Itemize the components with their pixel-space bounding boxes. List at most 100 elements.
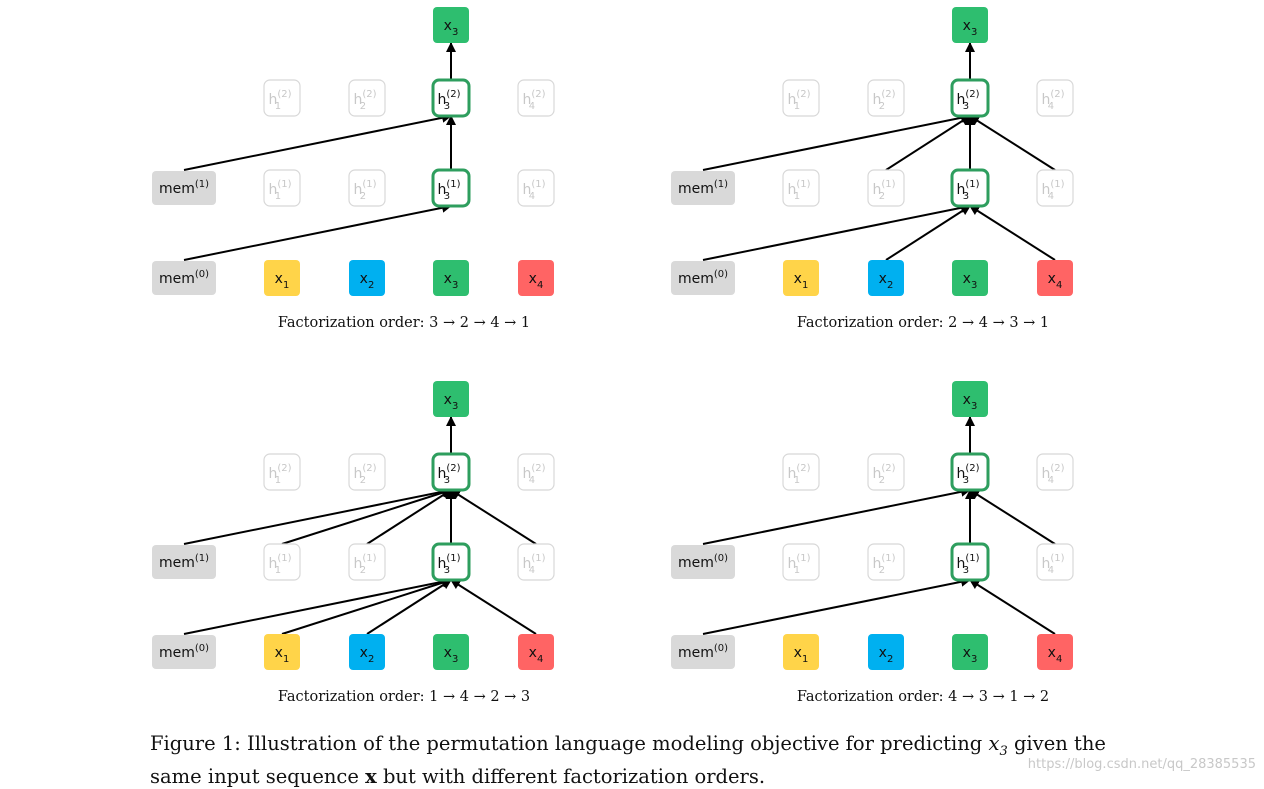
hidden-h1-2 [867,543,905,581]
input-token-label-3: x3 [444,645,459,665]
edge-mem-to-h3-2 [183,112,452,171]
input-token-label-4: x4 [529,645,544,665]
hidden-h2-3 [431,78,471,118]
output-token-x3 [433,7,469,43]
hidden-h1-3 [950,168,990,208]
hidden-label-h2-3: h(2)3 [437,89,460,112]
edge-h2-to-h3-2 [885,115,971,171]
hidden-label-h1-2: h(1)2 [872,553,895,576]
edge-h4-to-h3-2 [969,115,1056,171]
input-token-label-3: x3 [963,271,978,291]
hidden-label-h2-2: h(2)2 [872,463,895,486]
diagram-panels: x3 h(2)1 h(2)2 h(2)3 h(2)4 h(1)1 h(1)2 h(1)3 h(1… [152,7,1074,705]
mem-top-label: mem(0) [678,553,728,571]
edge-mem-to-h3-2 [702,486,971,545]
hidden-label-h2-2: h(2)2 [353,89,376,112]
input-token-x1 [783,260,819,296]
mem-bottom-box [152,635,216,669]
hidden-h1-1 [782,543,820,581]
mem-top-box [671,171,735,205]
hidden-label-h1-1: h(1)1 [787,179,810,202]
edge-x1-to-h3-1 [281,577,452,635]
edge-h1-to-h3-2 [281,487,452,545]
edge-x2-to-h3-1 [885,205,971,261]
hidden-h1-4 [517,169,555,207]
hidden-label-h2-4: h(2)4 [522,89,545,112]
hidden-h1-3 [950,542,990,582]
input-token-x2 [349,260,385,296]
figure-caption: Figure 1: Illustration of the permutatio… [150,731,1110,789]
hidden-h1-2 [348,169,386,207]
hidden-label-h1-4: h(1)4 [1041,179,1064,202]
hidden-h2-1 [782,453,820,491]
hidden-h2-1 [263,79,301,117]
input-token-x4 [1037,260,1073,296]
hidden-h1-3 [431,168,471,208]
hidden-h1-4 [517,543,555,581]
edge-x4-to-h3-1 [969,205,1056,261]
mem-bottom-label: mem(0) [678,643,728,661]
hidden-label-h1-1: h(1)1 [268,179,291,202]
hidden-label-h1-3: h(1)3 [956,553,979,576]
hidden-label-h1-3: h(1)3 [956,179,979,202]
hidden-h2-2 [348,79,386,117]
input-token-x1 [264,634,300,670]
watermark: https://blog.csdn.net/qq_28385535 [1027,757,1256,772]
input-token-label-3: x3 [963,645,978,665]
hidden-h2-1 [263,453,301,491]
output-token-label: x3 [963,392,978,412]
hidden-h2-2 [867,453,905,491]
input-token-x2 [868,634,904,670]
hidden-label-h1-1: h(1)1 [268,553,291,576]
hidden-h2-4 [517,79,555,117]
input-token-x4 [518,260,554,296]
input-token-x3 [433,634,469,670]
hidden-h1-1 [263,169,301,207]
hidden-h2-2 [348,453,386,491]
hidden-h1-4 [1036,543,1074,581]
hidden-label-h1-2: h(1)2 [353,179,376,202]
edge-x4-to-h3-1 [969,579,1056,635]
caption-middle: given the same input sequence [150,732,1106,788]
hidden-label-h2-3: h(2)3 [437,463,460,486]
hidden-label-h2-1: h(2)1 [268,89,291,112]
factorization-order-4: Factorization order: 4 → 3 → 1 → 2 [797,689,1049,705]
edge-mem-to-h3-2 [702,112,971,171]
hidden-label-h1-3: h(1)3 [437,553,460,576]
mem-bottom-box [671,635,735,669]
edge-mem-to-h3-1 [183,202,452,261]
output-token-label: x3 [963,18,978,38]
input-token-label-3: x3 [444,271,459,291]
factorization-order-3: Factorization order: 1 → 4 → 2 → 3 [278,689,530,705]
input-token-label-2: x2 [879,645,894,665]
edge-h4-to-h3-2 [450,489,537,545]
hidden-h2-1 [782,79,820,117]
hidden-h1-2 [348,543,386,581]
caption-math: x3 [988,732,1008,759]
factorization-order-2: Factorization order: 2 → 4 → 3 → 1 [797,315,1049,331]
factorization-order-1: Factorization order: 3 → 2 → 4 → 1 [278,315,530,331]
caption-prefix: Figure 1: Illustration of the permutatio… [150,732,983,755]
input-token-x3 [433,260,469,296]
input-token-x2 [349,634,385,670]
hidden-h1-1 [263,543,301,581]
input-token-label-4: x4 [1048,271,1063,291]
hidden-label-h1-3: h(1)3 [437,179,460,202]
input-token-label-1: x1 [275,645,290,665]
mem-top-label: mem(1) [159,179,209,197]
output-token-x3 [952,381,988,417]
mem-top-box [152,171,216,205]
hidden-label-h1-4: h(1)4 [1041,553,1064,576]
input-token-label-4: x4 [529,271,544,291]
mem-top-label: mem(1) [159,553,209,571]
hidden-h2-4 [1036,453,1074,491]
output-token-x3 [433,381,469,417]
input-token-label-4: x4 [1048,645,1063,665]
hidden-label-h2-3: h(2)3 [956,463,979,486]
mem-top-box [671,545,735,579]
hidden-h2-3 [431,452,471,492]
mem-bottom-box [152,261,216,295]
edge-h4-to-h3-2 [969,489,1056,545]
